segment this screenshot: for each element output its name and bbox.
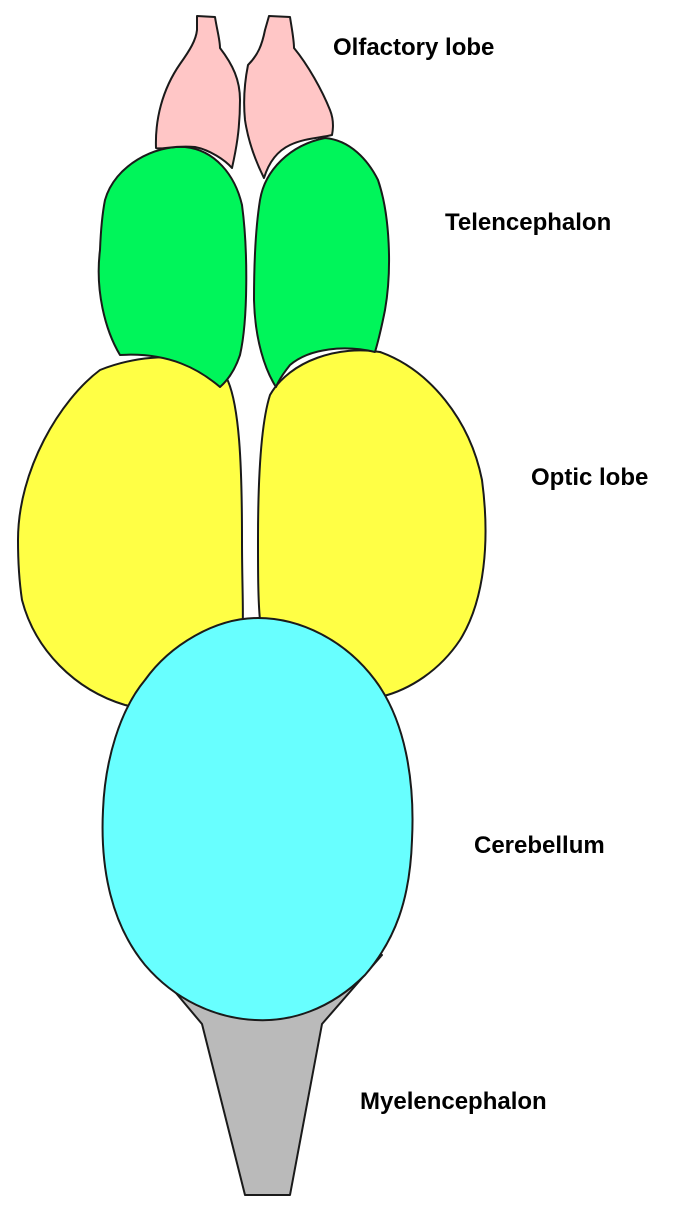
label-telencephalon: Telencephalon bbox=[445, 209, 611, 236]
olfactory-lobe-right bbox=[243, 15, 334, 179]
label-olfactory-lobe: Olfactory lobe bbox=[333, 34, 494, 61]
optic-lobe-left bbox=[17, 356, 244, 709]
telencephalon-left bbox=[97, 145, 248, 388]
myelencephalon-region bbox=[149, 954, 383, 1196]
cerebellum-region bbox=[101, 617, 414, 1022]
olfactory-lobe-left bbox=[154, 15, 241, 169]
telencephalon-right bbox=[253, 137, 390, 388]
label-optic-lobe: Optic lobe bbox=[531, 464, 648, 491]
label-myelencephalon: Myelencephalon bbox=[360, 1088, 547, 1115]
label-cerebellum: Cerebellum bbox=[474, 832, 605, 859]
